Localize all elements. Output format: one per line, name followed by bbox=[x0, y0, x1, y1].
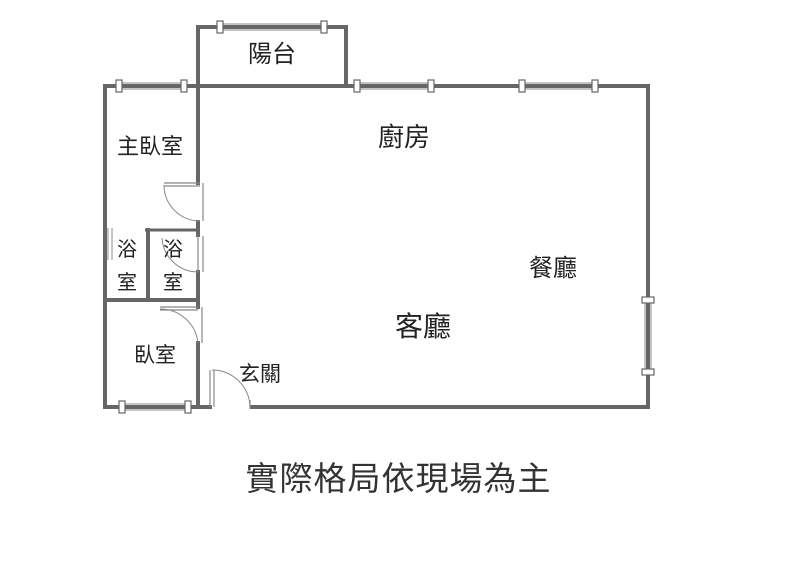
master-bedroom-label: 主臥室 bbox=[117, 135, 183, 160]
bath2-label-line2: 室 bbox=[163, 270, 183, 294]
bath2-label-line1: 浴 bbox=[163, 237, 183, 261]
bath-window bbox=[107, 228, 113, 260]
living-label: 客廳 bbox=[395, 310, 451, 343]
living-side-window bbox=[641, 296, 655, 376]
bathroom-door bbox=[161, 236, 204, 273]
balcony-label: 陽台 bbox=[248, 40, 296, 68]
outer-walls bbox=[103, 84, 650, 409]
disclaimer-caption: 實際格局依現場為主 bbox=[245, 459, 552, 498]
master-bedroom-window bbox=[115, 79, 188, 93]
entrance-door bbox=[209, 369, 251, 409]
kitchen-label: 廚房 bbox=[378, 123, 430, 153]
bedroom-door bbox=[159, 306, 203, 344]
dining-window bbox=[518, 79, 599, 93]
balcony-walls bbox=[196, 25, 348, 88]
kitchen-window bbox=[353, 79, 435, 93]
master-bedroom-door bbox=[163, 182, 204, 222]
bedroom-window bbox=[118, 400, 192, 414]
entrance-label: 玄關 bbox=[239, 362, 281, 386]
bath1-label-line2: 室 bbox=[117, 270, 137, 294]
bedroom-label: 臥室 bbox=[134, 343, 176, 367]
balcony-window bbox=[216, 20, 328, 34]
dining-label: 餐廳 bbox=[529, 254, 577, 282]
interior-walls bbox=[103, 84, 200, 409]
bath1-label-line1: 浴 bbox=[117, 237, 137, 261]
